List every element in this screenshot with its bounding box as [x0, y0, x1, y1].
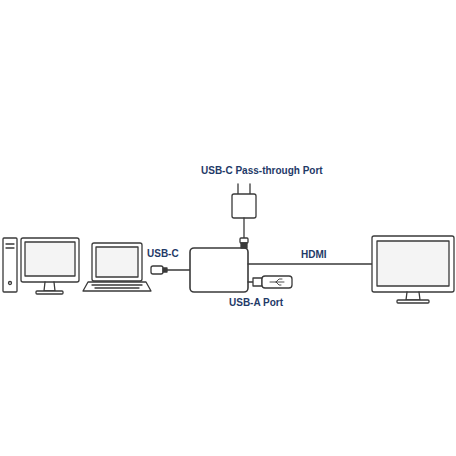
display-monitor [372, 236, 454, 303]
callout-label: HDMI [300, 249, 328, 261]
callout-label: USB-C [146, 248, 180, 260]
desktop-computer [3, 238, 79, 294]
usb-stick [248, 276, 292, 288]
usb-c-cable [151, 266, 190, 274]
power-charger [232, 184, 256, 248]
callout-label: USB-C Pass-through Port [200, 165, 324, 177]
usb-c-adapter [190, 248, 248, 292]
hdmi-cable [248, 263, 372, 264]
laptop [83, 243, 151, 291]
callout-label: USB-A Port [228, 297, 284, 309]
